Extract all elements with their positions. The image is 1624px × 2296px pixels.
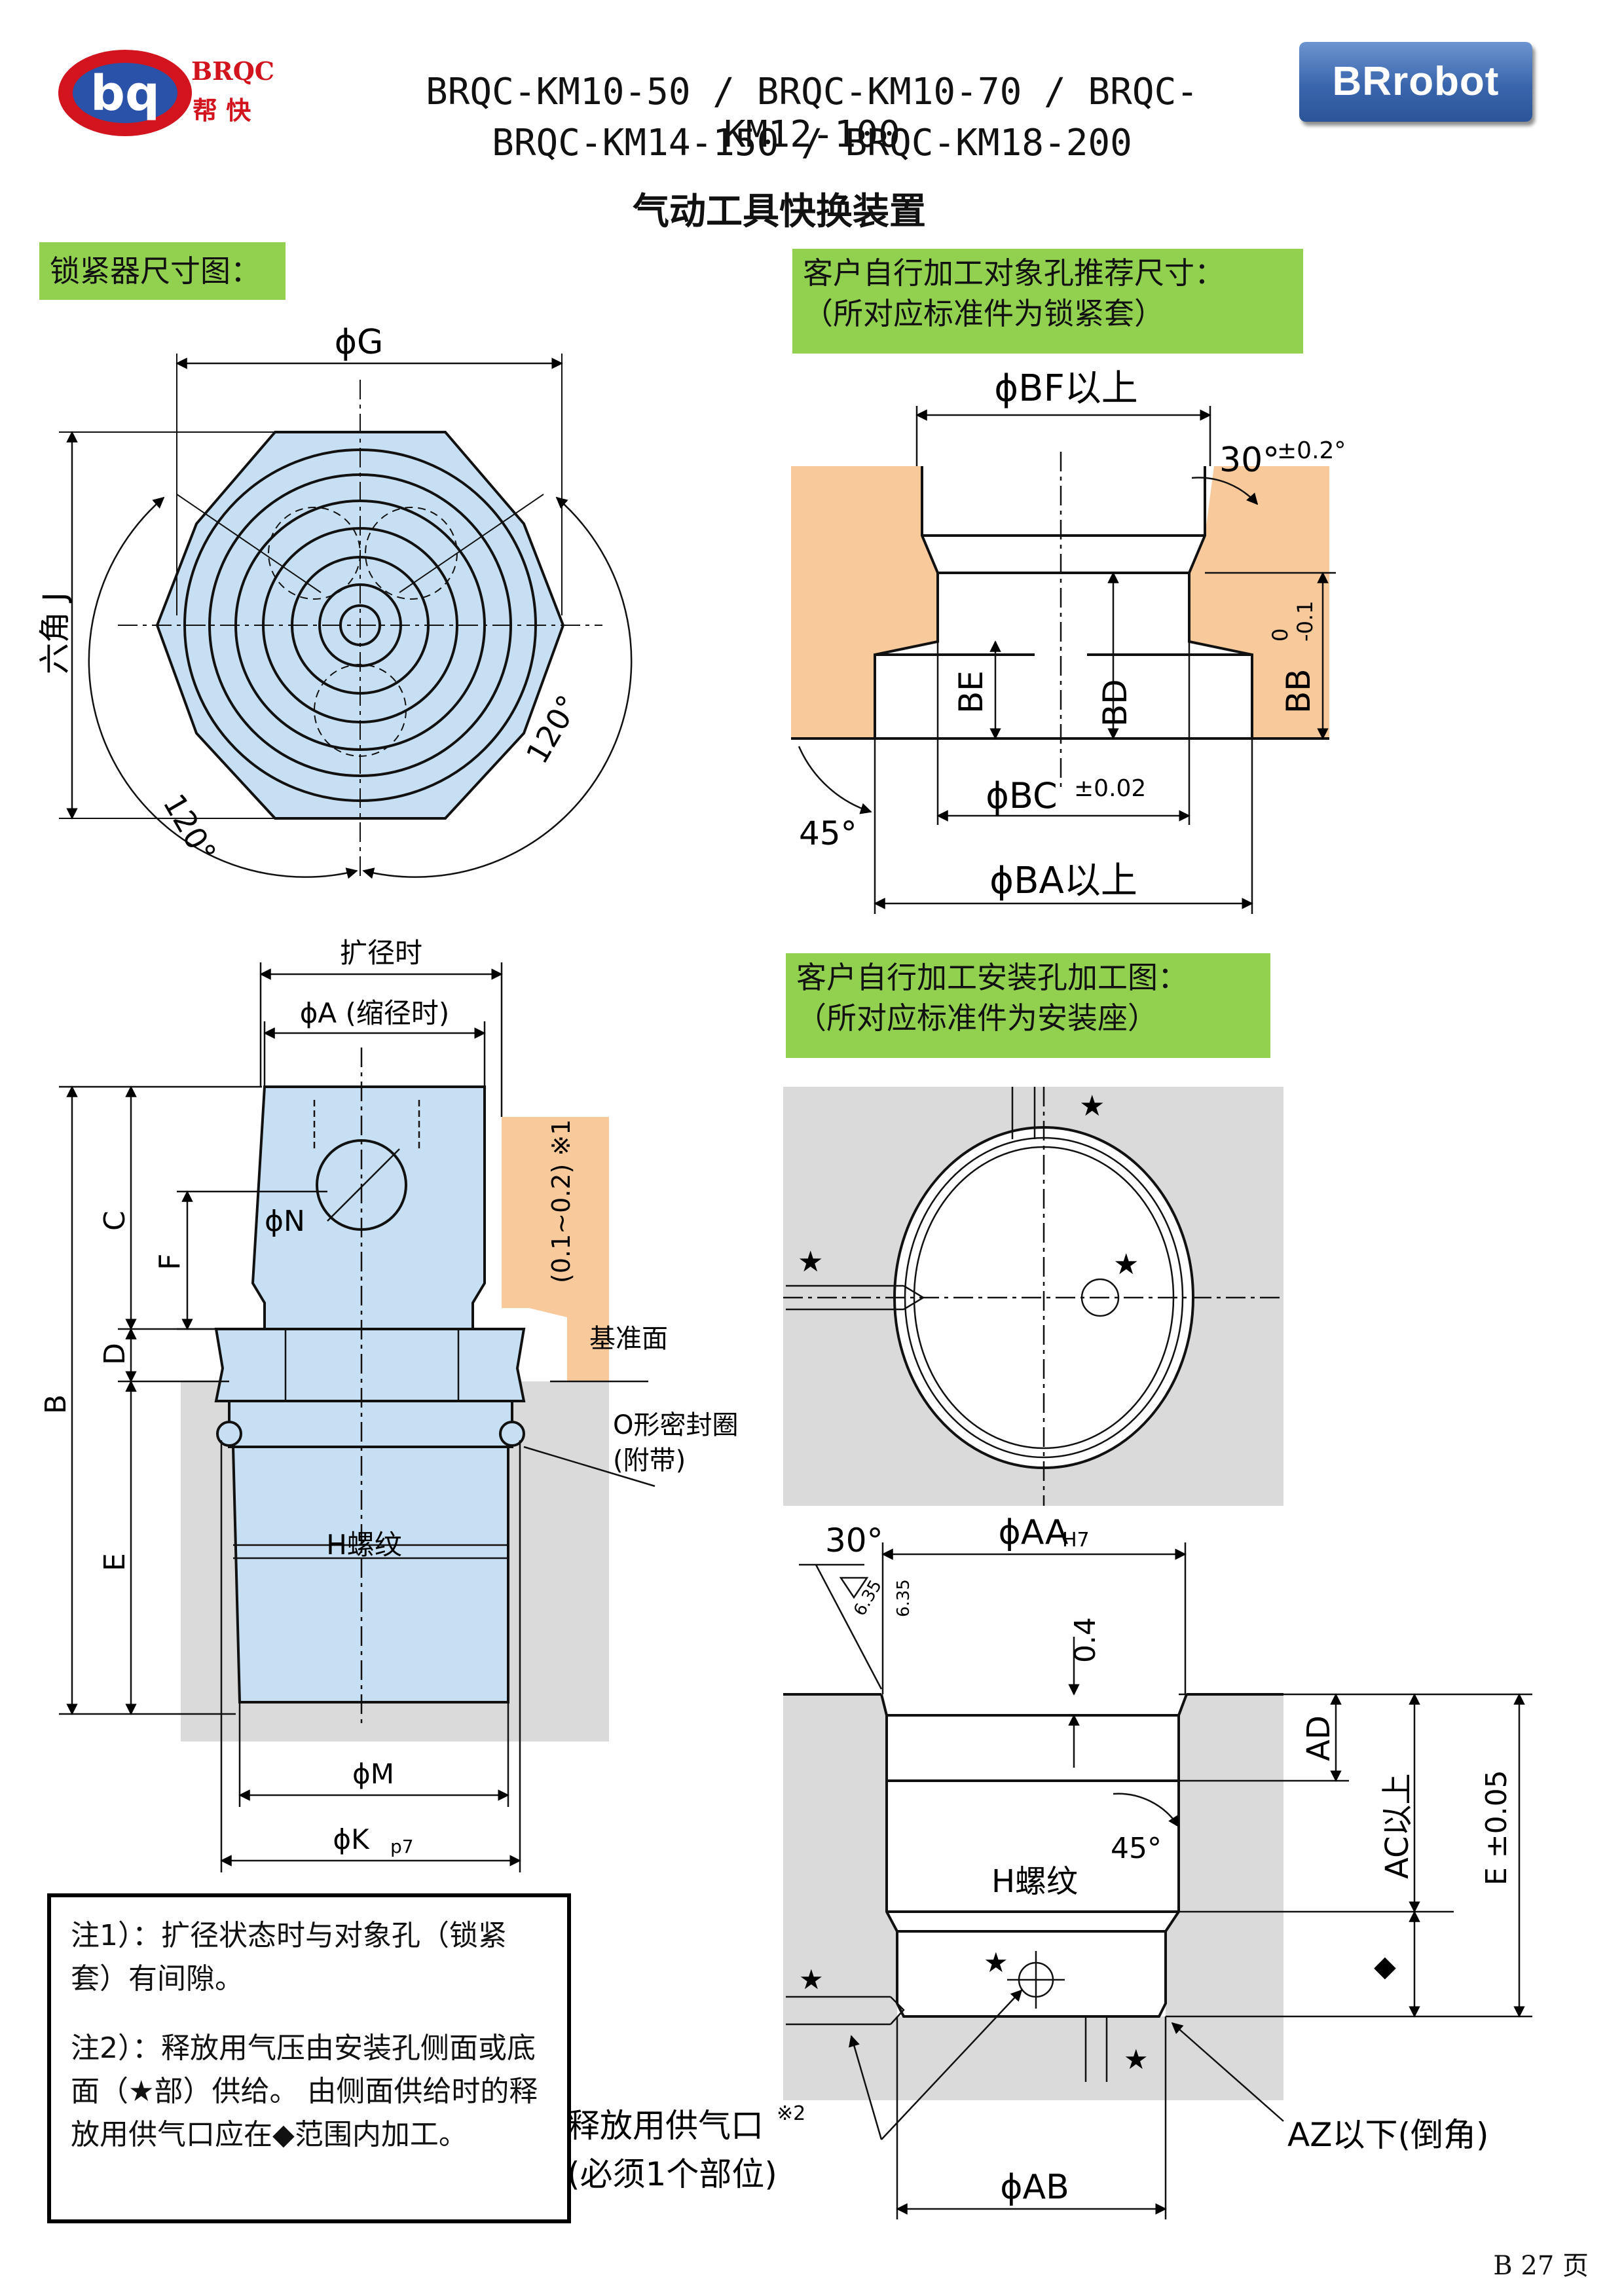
- dim-BD: BD: [1096, 679, 1134, 727]
- dim-phiBC-tol: ±0.02: [1074, 775, 1146, 802]
- dim-BB-tol-bot: -0.1: [1293, 601, 1318, 642]
- title-line1: BRQC-KM10-50 / BRQC-KM10-70 / BRQC-KM12-…: [425, 71, 1199, 156]
- dim-phiN: ϕN: [265, 1205, 305, 1238]
- dim-angle-120-left: 120°: [156, 788, 223, 869]
- dim-phiAB: ϕAB: [1000, 2168, 1069, 2207]
- dim-angle-30-tol: ±0.2°: [1277, 437, 1346, 464]
- dim-E: E: [98, 1553, 132, 1571]
- install-hole-top-view: [783, 1087, 1283, 1506]
- star-mark-2: ★: [798, 1245, 823, 1279]
- dim-B: B: [39, 1394, 73, 1414]
- dim-phiM: ϕM: [352, 1758, 394, 1790]
- dim-E-tol: E ±0.05: [1480, 1770, 1513, 1886]
- roughness-2: 6.35: [894, 1579, 913, 1617]
- dim-hex-j: 六角 J: [37, 592, 73, 674]
- label-h-thread-install: H螺纹: [991, 1863, 1078, 1900]
- label-release-port-1: 释放用供气口: [567, 2107, 764, 2145]
- dim-AD: AD: [1301, 1715, 1337, 1761]
- dim-0-4: 0.4: [1069, 1617, 1102, 1663]
- dim-angle-45-top: 45°: [799, 814, 857, 852]
- label-AZ: AZ以下(倒角): [1287, 2116, 1488, 2154]
- section-install-hole: 客户自行加工安装孔加工图： （所对应标准件为安装座）: [786, 953, 1270, 1058]
- dim-phiAA: ϕAA: [999, 1513, 1069, 1552]
- dim-AC: AC以上: [1379, 1773, 1416, 1879]
- side-view: [59, 962, 655, 1872]
- target-hole-view: [791, 406, 1336, 914]
- dim-angle-30-02: 30°: [1219, 441, 1280, 480]
- install-hole-line1: 客户自行加工安装孔加工图：: [796, 960, 1188, 995]
- dim-F: F: [153, 1254, 187, 1270]
- star-mark-4: ★: [984, 1946, 1008, 1978]
- roughness-1: 6.35: [850, 1576, 886, 1619]
- brand-logo: bq: [56, 47, 194, 139]
- label-h-thread: H螺纹: [326, 1529, 402, 1561]
- label-release-port-ref: ※2: [777, 2102, 805, 2125]
- dim-phiBC: ϕBC: [986, 775, 1057, 816]
- title-line2: BRQC-KM14-150 / BRQC-KM18-200: [492, 122, 1132, 164]
- dim-phiG: ϕG: [335, 323, 384, 362]
- dim-expand: 扩径时: [340, 937, 422, 969]
- star-mark-6: ★: [1124, 2043, 1149, 2075]
- page-number: B 27 页: [1493, 2251, 1589, 2281]
- dim-BB-tol-top: 0: [1268, 629, 1293, 642]
- star-mark-3: ★: [1113, 1248, 1139, 1281]
- dim-phiA: ϕA (缩径时): [300, 997, 450, 1029]
- target-hole-line2: （所对应标准件为锁紧套）: [803, 296, 1164, 331]
- install-hole-line2: （所对应标准件为安装座）: [796, 1000, 1158, 1036]
- target-hole-line1: 客户自行加工对象孔推荐尺寸：: [803, 255, 1225, 291]
- label-release-port-2: (必须1个部位): [567, 2155, 777, 2193]
- note-1: 注1）：扩径状态时与对象孔（锁紧套）有间隙。: [71, 1919, 507, 1995]
- dim-gap: (0.1~0.2) ※1: [547, 1120, 576, 1283]
- dim-angle-30: 30°: [825, 1522, 883, 1559]
- page-subtitle: 气动工具快换装置: [633, 190, 926, 233]
- label-oring-1: O形密封圈: [613, 1410, 738, 1440]
- star-mark-1: ★: [1079, 1089, 1105, 1123]
- star-mark-5: ★: [799, 1963, 824, 1995]
- dim-phiK: ϕK: [333, 1823, 370, 1855]
- notes-box: 注1）：扩径状态时与对象孔（锁紧套）有间隙。 注2）：释放用气压由安装孔侧面或底…: [47, 1893, 571, 2223]
- label-oring-2: (附带): [613, 1446, 686, 1476]
- diamond-mark: ◆: [1374, 1950, 1396, 1983]
- dim-angle-45: 45°: [1111, 1832, 1162, 1865]
- label-datum: 基准面: [589, 1324, 668, 1354]
- note-2: 注2）：释放用气压由安装孔侧面或底面（★部）供给。 由侧面供给时的释放用供气口应…: [71, 2032, 538, 2151]
- dim-phiBF: ϕBF以上: [994, 367, 1138, 410]
- dim-phiBA: ϕBA以上: [989, 860, 1137, 902]
- dim-phiAA-tol: H7: [1062, 1529, 1090, 1552]
- dim-C: C: [98, 1211, 132, 1231]
- top-view: [59, 354, 633, 879]
- brrobot-button[interactable]: BRrobot: [1299, 42, 1532, 122]
- brand-name-cn: 帮 快: [193, 96, 251, 125]
- brand-name: BRQC: [191, 56, 275, 86]
- dim-phiK-tol: p7: [390, 1836, 414, 1857]
- section-target-hole: 客户自行加工对象孔推荐尺寸： （所对应标准件为锁紧套）: [792, 249, 1303, 354]
- section-lock-dims: 锁紧器尺寸图：: [39, 242, 286, 300]
- dim-BE: BE: [952, 670, 990, 714]
- dim-BB: BB: [1280, 668, 1318, 714]
- logo-text: bq: [90, 65, 160, 122]
- dim-D: D: [98, 1343, 132, 1365]
- install-hole-section-view: [783, 1542, 1532, 2219]
